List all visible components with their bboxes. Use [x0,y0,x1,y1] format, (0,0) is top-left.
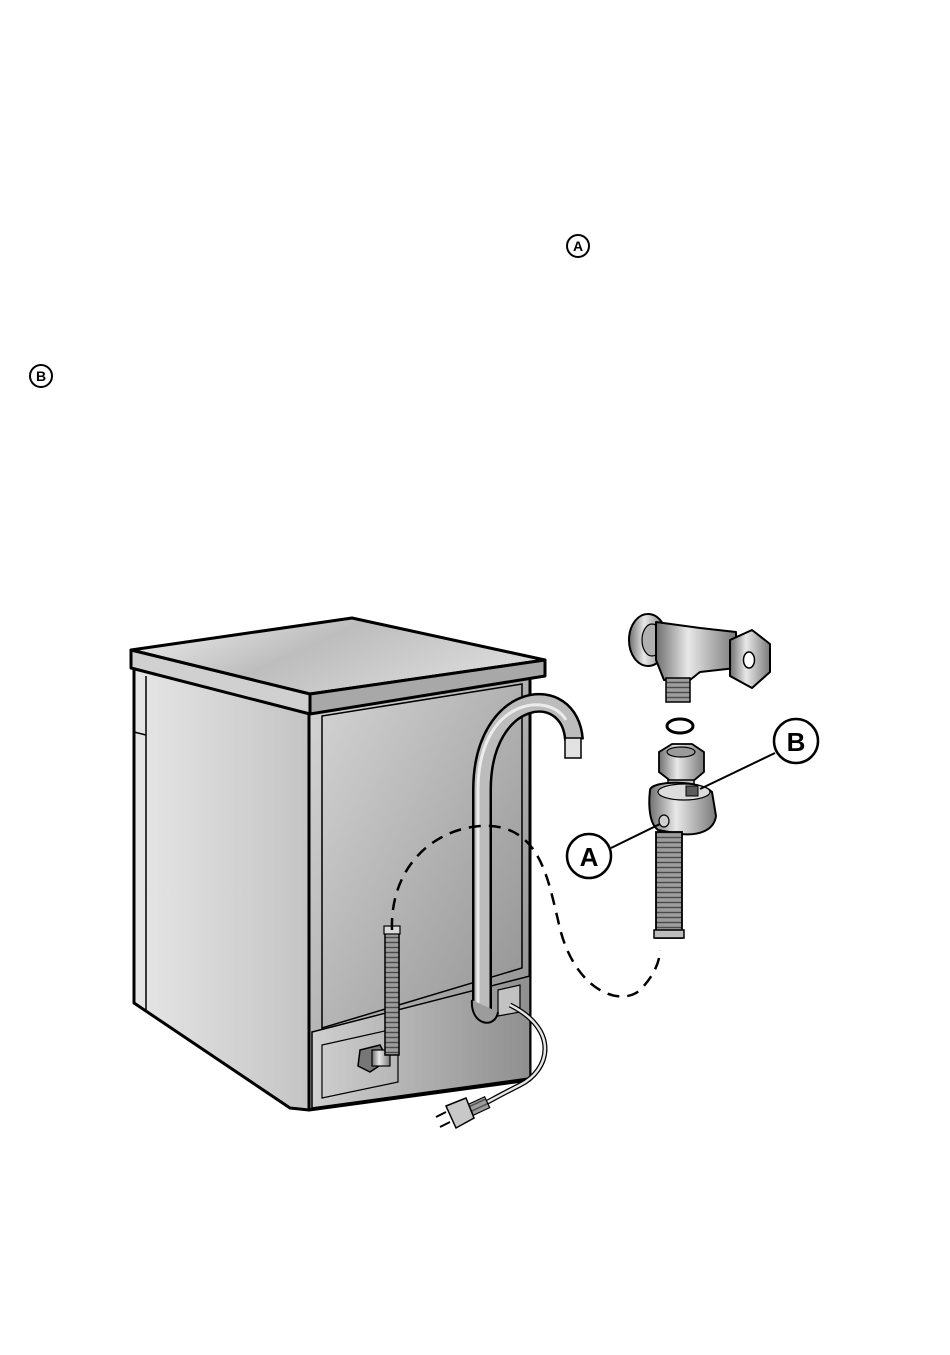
hose-fitting [649,744,716,938]
callout-b-label: B [787,727,806,757]
callout-b: B [700,719,818,789]
inlet-hose [384,926,400,1055]
callout-a-label: A [580,842,599,872]
callout-a: A [567,824,660,878]
power-plug [436,1097,490,1128]
release-button [686,786,698,796]
indicator-window [659,815,669,827]
seal-washer [667,719,693,733]
water-tap [629,614,770,702]
